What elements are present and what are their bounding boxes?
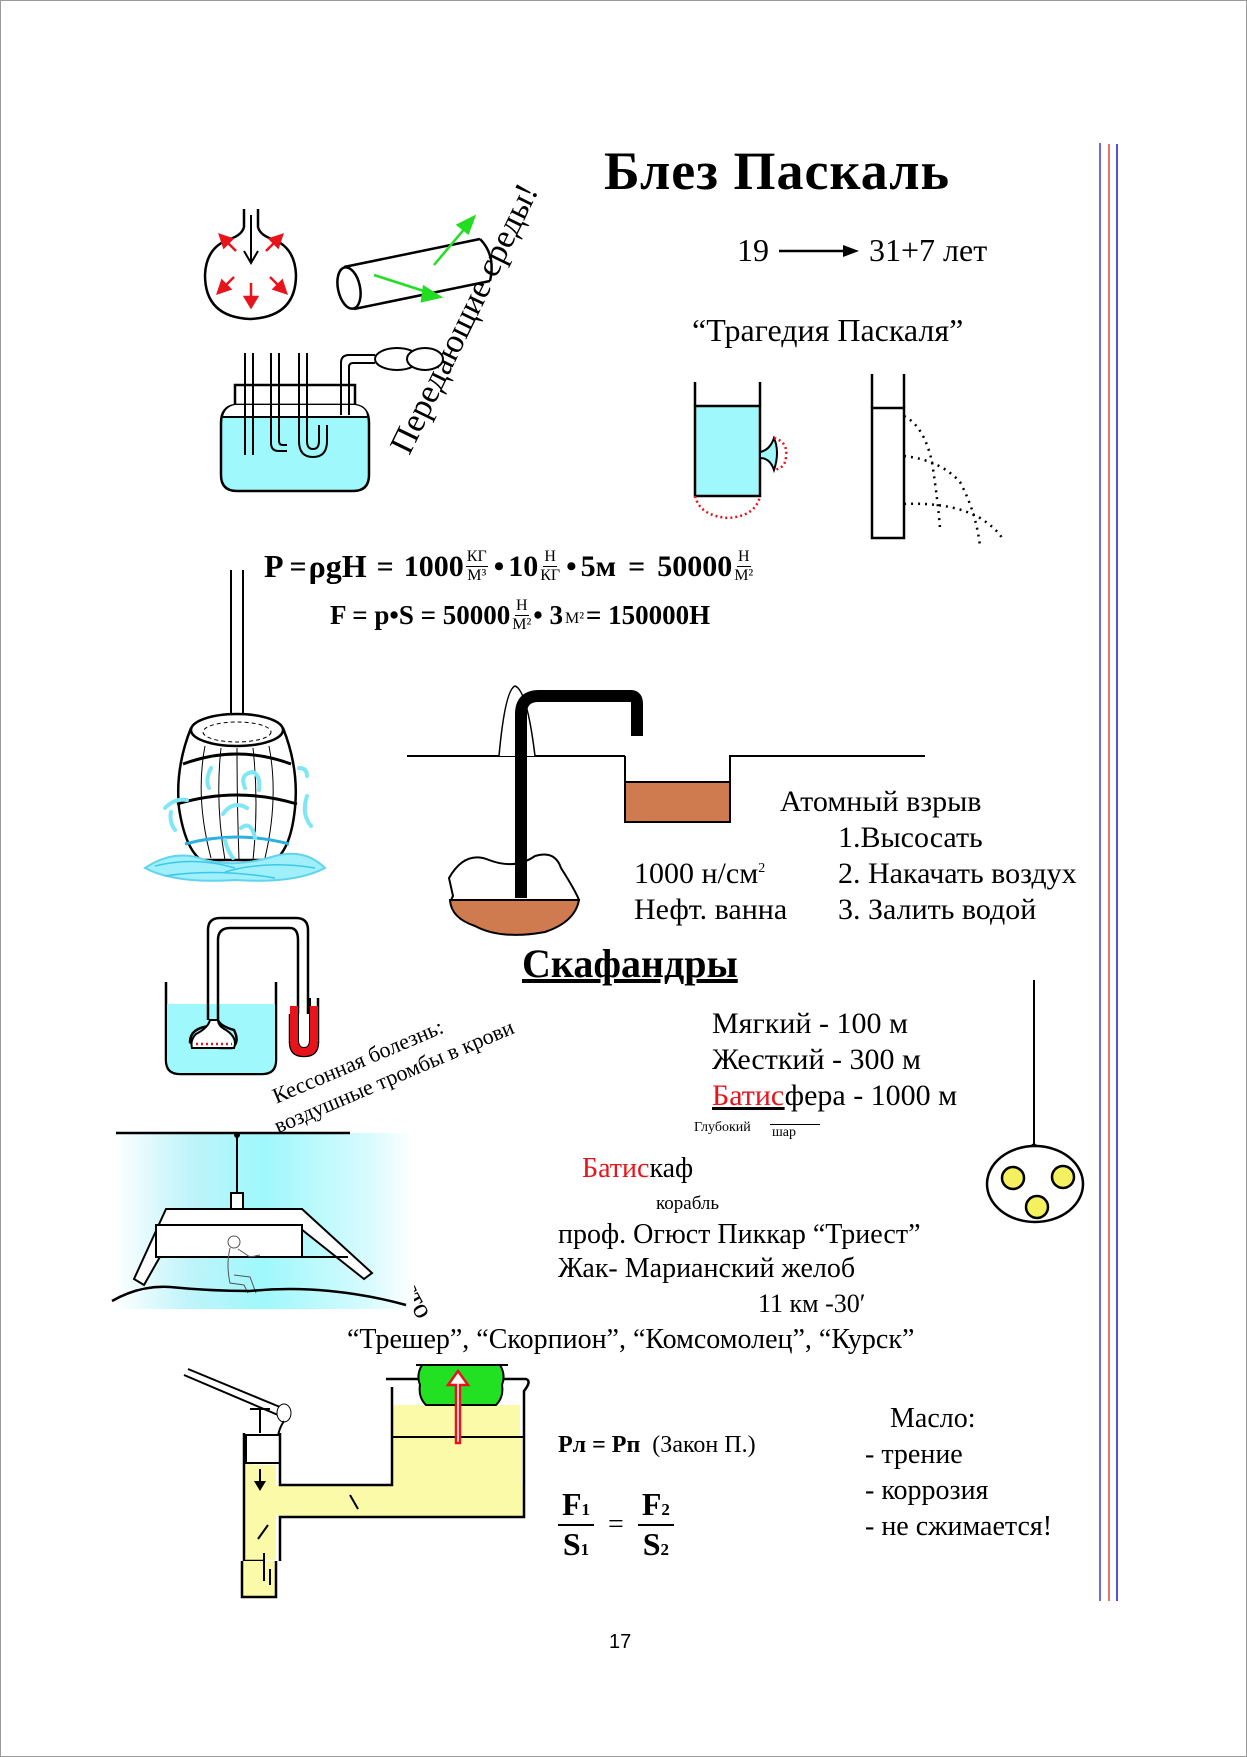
oil-point-incompressible: - не сжимается!: [865, 1511, 1053, 1542]
page-title: Блез Паскаль: [604, 141, 951, 201]
diving-heading: Скафандры: [522, 941, 738, 986]
formula-dot: •: [566, 549, 577, 583]
suit-soft: Мягкий - 100 м: [712, 1007, 908, 1040]
gloss-ball: шар: [770, 1124, 820, 1141]
law-equation: Рл = Рп: [558, 1432, 641, 1458]
hydraulic-press-diagram: [183, 1364, 530, 1599]
margin-line-red: [1108, 144, 1110, 1601]
formula-result: 50000: [657, 549, 733, 583]
jacques-line: Жак- Марианский желоб: [558, 1253, 856, 1284]
formula-rho-g-h: ρgH: [308, 548, 367, 584]
suit-hard: Жесткий - 300 м: [712, 1043, 922, 1076]
long-right-arrow-icon: [779, 244, 859, 257]
formula-eq: =: [376, 549, 394, 583]
formula-dot: •: [493, 549, 505, 583]
formula-g: 10: [508, 549, 539, 583]
vessel-spout-diagram: [693, 382, 788, 520]
suit-bathysphere: Батисфера - 1000 м: [712, 1079, 958, 1112]
lifespan-end: 31+7 лет: [869, 232, 988, 268]
oil-step-1: 1.Высосать: [838, 821, 983, 854]
bathyscaphe-label: Батискаф: [582, 1153, 694, 1184]
oil-heading: Масло:: [890, 1403, 976, 1434]
depth-line: 11 км -30′: [758, 1289, 866, 1318]
submarines-line: “Трешер”, “Скорпион”, “Комсомолец”, “Кур…: [347, 1324, 915, 1355]
caisson-diagram: [111, 1131, 414, 1309]
formula-height: 5м: [580, 549, 617, 583]
lifespan-start: 19: [737, 232, 769, 268]
oil-step-2: 2. Накачать воздух: [838, 857, 1077, 890]
formula-eq: =: [289, 549, 307, 583]
force-area-unit: М²: [564, 609, 585, 627]
force-ratio-formula: F1 S1 = F2 S2: [558, 1487, 674, 1561]
barrel-diagram: [143, 570, 327, 882]
lifespan: 19 31+7 лет: [737, 232, 987, 269]
bathysphere-prefix: Батис: [712, 1079, 785, 1112]
jets-diagram: [870, 374, 1004, 547]
oil-pressure-value: 1000 н/см: [634, 857, 759, 890]
oil-pressure-sup: 2: [758, 861, 766, 876]
force-mid: • 3: [533, 600, 563, 630]
oil-step-3: 3. Залить водой: [838, 893, 1037, 926]
ship-gloss: корабль: [656, 1193, 720, 1214]
bathysphere-diagram: [985, 980, 1085, 1224]
fraction-f1-s1: F1 S1: [558, 1487, 595, 1561]
tube-diagram: [336, 214, 493, 311]
gloss-deep: Глубокий: [694, 1120, 751, 1135]
oil-point-friction: - трение: [865, 1439, 963, 1470]
force-result: = 150000Н: [586, 600, 711, 630]
margin-line-blue-right: [1116, 144, 1118, 1601]
tragedy-label: “Трагедия Паскаля”: [692, 312, 964, 348]
force-lhs: F = p•S = 50000: [330, 600, 511, 630]
oil-pressure: 1000 н/см2: [634, 857, 765, 891]
pascal-law: Рл = Рп (Закон П.): [558, 1432, 756, 1459]
ratio-equals: =: [608, 1508, 624, 1540]
formula-p: P: [264, 548, 284, 584]
explosion-label: Атомный взрыв: [780, 785, 982, 818]
oil-point-corrosion: - коррозия: [865, 1475, 989, 1506]
formula-eq: =: [628, 549, 646, 583]
law-name: (Закон П.): [652, 1432, 756, 1458]
fraction-f2-s2: F2 S2: [637, 1487, 674, 1561]
margin-line-blue-left: [1099, 143, 1101, 1601]
flask-pressure-diagram: [203, 209, 298, 321]
page-number: 17: [609, 1631, 632, 1653]
piccard-line: проф. Огюст Пиккар “Триест”: [558, 1219, 921, 1250]
vessel-tubes-diagram: [219, 347, 444, 493]
formula-density: 1000: [403, 549, 464, 583]
manometer-diagram: [164, 916, 320, 1076]
oil-bath: Нефт. ванна: [634, 893, 788, 926]
oil-well-diagram: [407, 685, 925, 936]
